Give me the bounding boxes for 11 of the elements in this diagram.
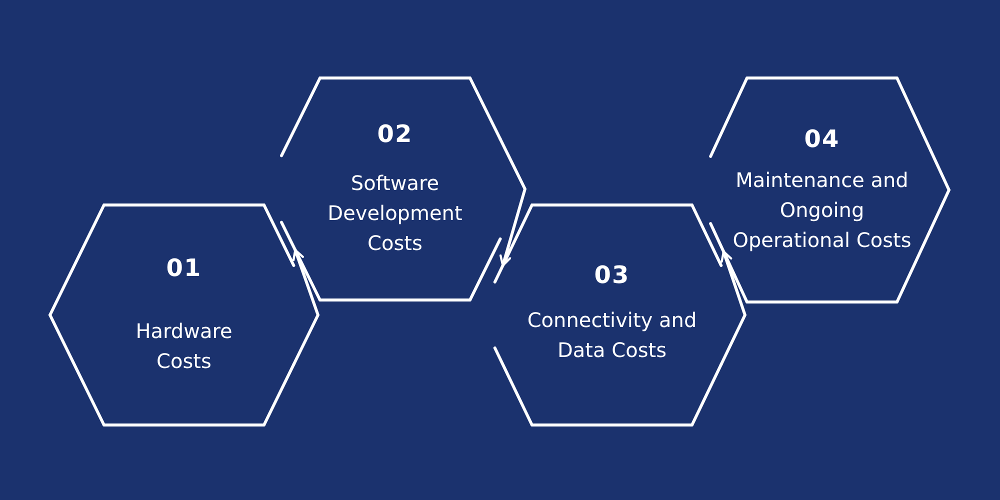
step-label: Maintenance and Ongoing Operational Costs — [732, 167, 912, 254]
step-number: 02 — [377, 120, 413, 148]
step-number: 04 — [804, 125, 840, 153]
step-label: Software Development Costs — [326, 170, 464, 257]
step-label: Hardware Costs — [134, 318, 234, 375]
arrow — [720, 250, 746, 366]
step-label: Connectivity and Data Costs — [526, 307, 698, 364]
step-number: 01 — [166, 254, 202, 282]
arrow — [292, 248, 320, 366]
arrow — [498, 138, 526, 267]
step-number: 03 — [594, 261, 630, 289]
